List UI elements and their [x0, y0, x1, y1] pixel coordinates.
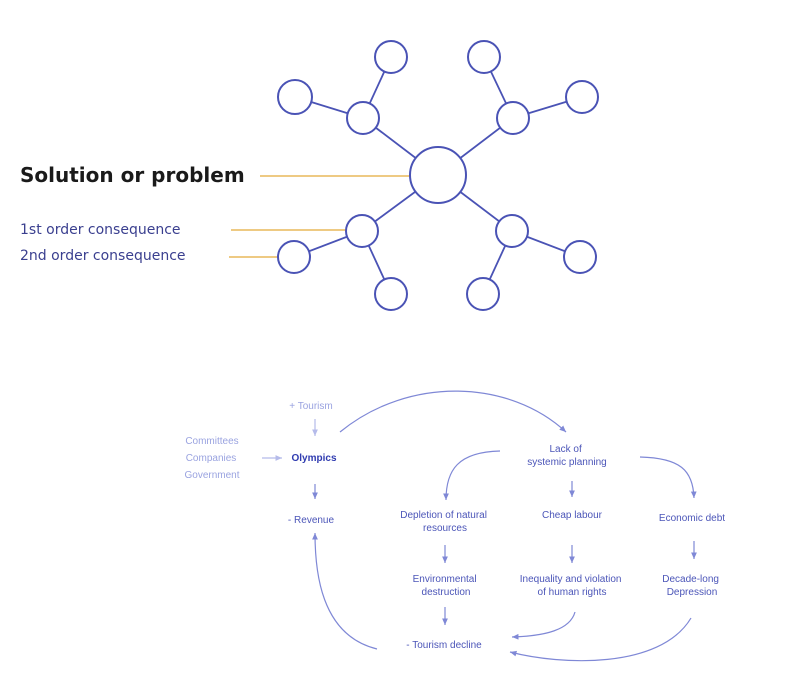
second-order-node: [374, 40, 408, 74]
text-line: Environmental: [413, 574, 477, 585]
arrow: [312, 532, 378, 650]
second-order-node: [277, 240, 311, 274]
second-order-node: [466, 277, 500, 311]
olympics-label: Olympics: [291, 453, 336, 464]
depletion-label: Depletion of natural resources: [400, 510, 490, 534]
arrow: [511, 611, 576, 640]
solution-node: [409, 146, 467, 204]
cheap-labour-label: Cheap labour: [542, 510, 603, 521]
government-label: Government: [184, 470, 239, 481]
legend-first-order: 1st order consequence: [20, 222, 181, 238]
plus-tourism-label: + Tourism: [289, 401, 332, 412]
second-order-node: [565, 80, 599, 114]
first-order-node: [496, 101, 530, 135]
tourism-decline-label: - Tourism decline: [406, 640, 482, 651]
economic-debt-label: Economic debt: [659, 513, 725, 524]
first-order-node: [346, 101, 380, 135]
text-line: Depletion of natural: [400, 510, 487, 521]
companies-label: Companies: [186, 453, 237, 464]
text-line: of human rights: [538, 587, 607, 598]
text-line: Lack of: [549, 444, 581, 455]
olympics-flow: + Tourism Committees Companies Governmen…: [184, 390, 725, 662]
decade-depression-label: Decade-long Depression: [662, 574, 722, 598]
arrow: [509, 617, 692, 662]
env-destruction-label: Environmental destruction: [413, 574, 480, 598]
revenue-label: - Revenue: [288, 515, 335, 526]
committees-label: Committees: [185, 436, 238, 447]
arrow: [443, 450, 501, 501]
first-order-node: [345, 214, 379, 248]
text-line: resources: [423, 523, 467, 534]
legend-second-order: 2nd order consequence: [20, 248, 186, 264]
consequence-tree: Solution or problem 1st order consequenc…: [20, 40, 599, 311]
lack-of-planning-label: Lack of systemic planning: [527, 444, 606, 468]
arrow: [339, 390, 567, 433]
second-order-node: [467, 40, 501, 74]
second-order-node: [563, 240, 597, 274]
legend-title: Solution or problem: [20, 163, 245, 187]
text-line: destruction: [422, 587, 471, 598]
second-order-node: [277, 79, 313, 115]
text-line: Depression: [667, 587, 718, 598]
text-line: Inequality and violation: [520, 574, 622, 585]
inequality-label: Inequality and violation of human rights: [520, 574, 625, 598]
first-order-node: [495, 214, 529, 248]
second-order-node: [374, 277, 408, 311]
arrow: [639, 456, 697, 499]
text-line: systemic planning: [527, 457, 606, 468]
text-line: Decade-long: [662, 574, 719, 585]
